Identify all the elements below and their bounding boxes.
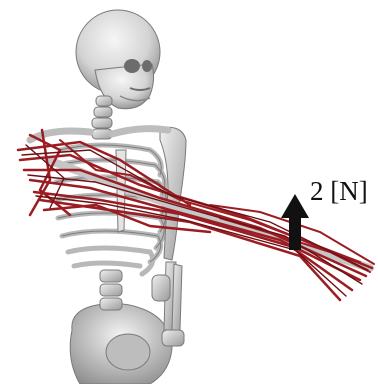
lumbar-spine [100,270,122,310]
skull [76,10,160,109]
force-label: 2 [N] [310,178,368,205]
pelvis [70,303,172,384]
